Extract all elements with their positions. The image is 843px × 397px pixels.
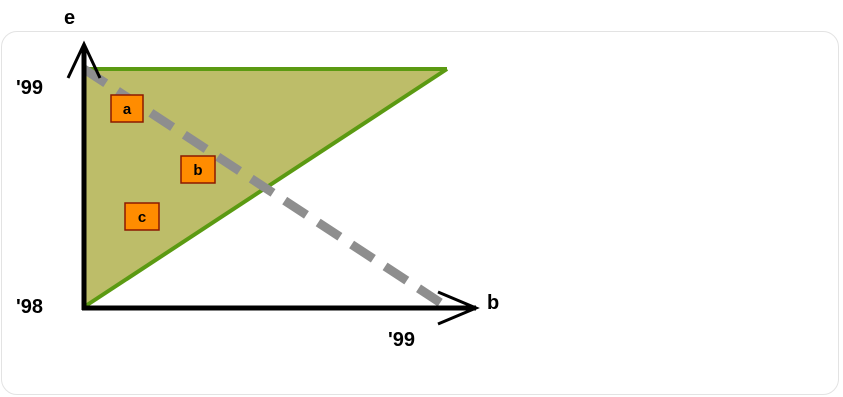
- y-axis-arrow-icon: [66, 40, 102, 79]
- y-tick-bottom: '98: [16, 296, 43, 318]
- dashed-line: [81, 65, 450, 311]
- svg-text:c: c: [138, 209, 146, 226]
- region-label-b: b: [180, 155, 216, 184]
- svg-text:a: a: [123, 101, 132, 118]
- region-label-c: c: [124, 202, 160, 231]
- x-tick: '99: [388, 329, 415, 351]
- region-label-a: a: [110, 94, 144, 123]
- x-axis-arrow-icon: [437, 290, 480, 326]
- y-tick-top: '99: [16, 77, 43, 99]
- svg-text:b: b: [193, 162, 202, 179]
- y-axis-name: e: [64, 7, 75, 29]
- x-axis-name: b: [487, 292, 499, 314]
